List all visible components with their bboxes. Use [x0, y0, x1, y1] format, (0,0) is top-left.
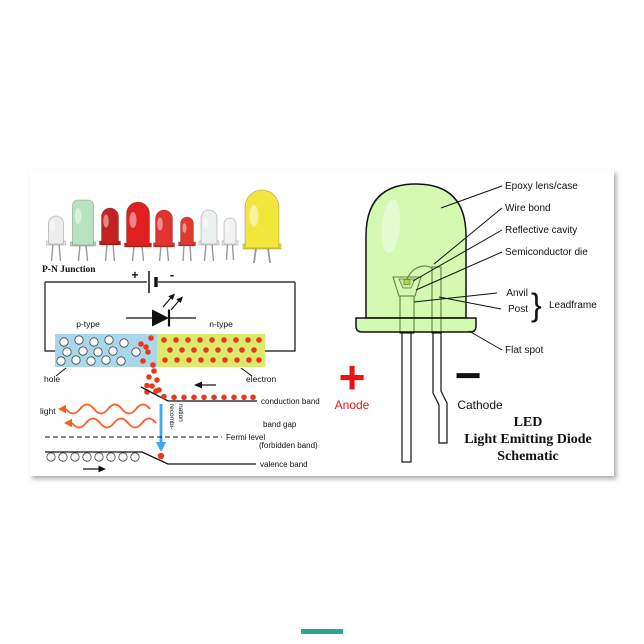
- callout-lines: [412, 185, 503, 351]
- battery-minus-label: -: [170, 267, 174, 282]
- hole-pointer-line: [55, 367, 67, 377]
- circuit-wires: [44, 281, 296, 352]
- reflective-cavity-label: Reflective cavity: [505, 225, 577, 236]
- light-emission-arrow: [176, 296, 183, 303]
- led-photos: [46, 189, 282, 264]
- anode-leg: [401, 331, 412, 463]
- anode-label: Anode: [335, 398, 370, 412]
- caption-line-1: LED: [514, 415, 543, 430]
- led-photo: [198, 209, 220, 262]
- band-gap-label-1: band gap: [263, 420, 297, 429]
- wire-bond-label: Wire bond: [505, 203, 551, 214]
- pn-junction-diagram: P-N Junction + - p-type n-type: [42, 265, 296, 395]
- recombined-electron-dot: [157, 452, 165, 460]
- conduction-band-label: conduction band: [261, 397, 320, 406]
- n-type-label: n-type: [209, 319, 233, 329]
- pn-junction-title: P-N Junction: [42, 265, 96, 275]
- light-emission-arrow: [168, 293, 175, 300]
- led-photo: [46, 215, 66, 262]
- led-photo: [221, 217, 239, 261]
- dome-highlight: [381, 199, 401, 253]
- recombination-label-1: recombi-: [168, 404, 175, 429]
- valence-band-label: valence band: [260, 460, 308, 469]
- light-wave-arrowhead: [64, 418, 72, 428]
- cathode-label: Cathode: [457, 398, 503, 412]
- caption: LED Light Emitting Diode Schematic: [464, 415, 592, 464]
- watermark-bar: [301, 629, 343, 634]
- post-label: Post: [508, 304, 528, 315]
- electron-label: electron: [246, 374, 277, 384]
- light-label: light: [40, 406, 56, 416]
- led-cross-section: Epoxy lens/case Wire bond Reflective cav…: [335, 181, 597, 463]
- fermi-level-label: Fermi level: [226, 433, 265, 442]
- flat-spot-label: Flat spot: [505, 345, 544, 356]
- anvil-label: Anvil: [506, 288, 528, 299]
- valence-band-holes: [46, 452, 140, 462]
- led-photo: [70, 199, 96, 262]
- band-diagram: conduction band light recombi- nation Fe…: [40, 382, 320, 473]
- battery-symbol: + -: [131, 267, 174, 293]
- epoxy-dome: [365, 183, 467, 319]
- led-photo: [242, 189, 282, 264]
- light-wave-2: [71, 417, 157, 429]
- battery-plus-label: +: [131, 268, 138, 282]
- p-type-label: p-type: [76, 319, 100, 329]
- epoxy-body: [355, 183, 477, 333]
- conduction-band-electrons: [144, 382, 256, 401]
- cathode-sign: −: [455, 349, 482, 401]
- hole-flow-arrowhead: [98, 465, 106, 473]
- led-diode-symbol: [126, 293, 196, 327]
- electron-dots: [138, 335, 262, 395]
- caption-line-2: Light Emitting Diode: [464, 432, 592, 447]
- flange: [355, 317, 477, 333]
- led-photo: [124, 201, 152, 262]
- leadframe-brace: }: [531, 287, 542, 323]
- band-gap-label-2: (forbidden band): [259, 441, 318, 450]
- semiconductor-die-label: Semiconductor die: [505, 247, 588, 258]
- recombination-label-2: nation: [177, 404, 184, 422]
- recombination-arrowhead: [155, 442, 167, 452]
- caption-line-3: Schematic: [497, 449, 558, 464]
- leadframe-label: Leadframe: [549, 300, 597, 311]
- hole-label: hole: [44, 374, 60, 384]
- anode-sign: +: [339, 351, 366, 403]
- led-photo: [153, 209, 175, 262]
- light-wave-arrowhead: [58, 404, 66, 414]
- electron-pointer-line: [240, 367, 253, 377]
- led-photo: [99, 207, 121, 262]
- conduction-band-line: [140, 386, 257, 402]
- hole-dots: [56, 335, 141, 366]
- light-wave-1: [65, 403, 151, 415]
- valence-band-line: [45, 451, 256, 465]
- electron-flow-arrowhead: [194, 381, 202, 389]
- cathode-leg: [432, 331, 448, 444]
- epoxy-label: Epoxy lens/case: [505, 181, 578, 192]
- led-photo: [178, 216, 196, 262]
